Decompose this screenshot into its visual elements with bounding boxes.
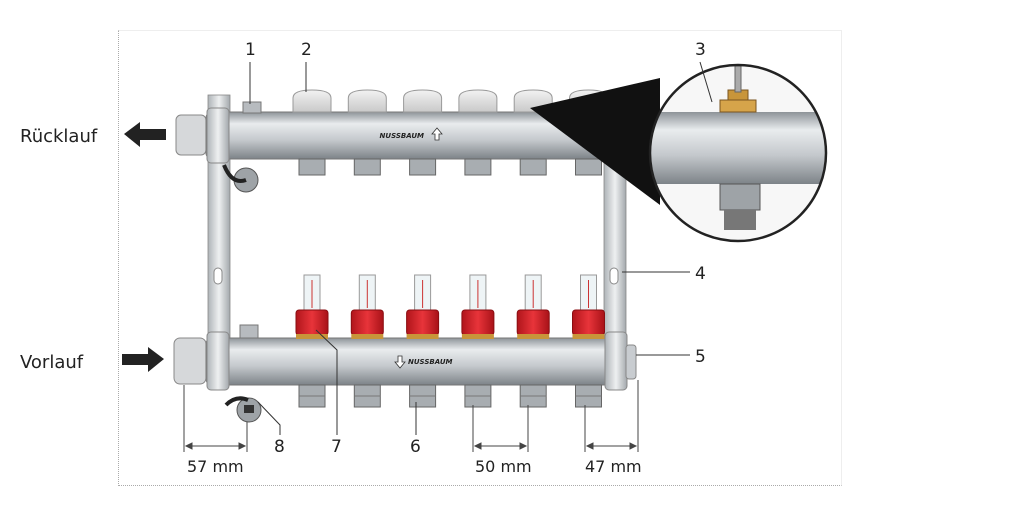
dimension-lines — [183, 380, 639, 452]
flow-outlet — [298, 384, 326, 408]
valve-cap — [458, 89, 498, 113]
valve-cap — [347, 89, 387, 113]
callout-6: 6 — [410, 437, 421, 457]
flow-manifold: NUSSBAUM — [173, 324, 637, 423]
flow-outlet — [353, 384, 381, 408]
dimension-right: 47 mm — [585, 457, 642, 476]
callout-7: 7 — [331, 437, 342, 457]
valve-cap — [403, 89, 443, 113]
magnifier-detail — [648, 63, 828, 243]
flow-outlet — [464, 384, 492, 408]
return-arrow-icon — [124, 122, 166, 147]
return-outlet — [409, 158, 437, 176]
valve-cap — [292, 89, 332, 113]
callout-8: 8 — [274, 437, 285, 457]
return-outlet — [519, 158, 547, 176]
callout-5: 5 — [695, 347, 706, 367]
dimension-left: 57 mm — [187, 457, 244, 476]
flowmeter — [350, 274, 384, 339]
flowmeter — [406, 274, 440, 339]
callout-4: 4 — [695, 264, 706, 284]
flow-arrow-icon — [122, 347, 164, 372]
bracket-slot — [213, 267, 223, 285]
callout-lines — [249, 61, 713, 435]
flow-label: Vorlauf — [20, 352, 84, 373]
flowmeter — [295, 274, 329, 339]
callout-1: 1 — [245, 40, 256, 60]
callout-2: 2 — [301, 40, 312, 60]
return-outlet — [575, 158, 602, 176]
flow-direction-down-icon — [394, 355, 406, 369]
callout-3: 3 — [695, 40, 706, 60]
dimension-spacing: 50 mm — [475, 457, 532, 476]
flow-direction-up-icon — [431, 127, 443, 141]
return-label: Rücklauf — [20, 126, 98, 147]
flowmeter — [516, 274, 550, 339]
flow-outlet — [409, 384, 437, 408]
return-outlet — [464, 158, 492, 176]
flow-outlet — [519, 384, 547, 408]
return-outlet — [353, 158, 381, 176]
diagram-frame — [118, 30, 842, 486]
flow-outlet — [575, 384, 602, 408]
bracket-slot — [609, 267, 619, 285]
magnifier-pointer — [530, 78, 660, 205]
flowmeter — [572, 274, 605, 339]
brand-logo-top: NUSSBAUM — [380, 132, 424, 140]
flowmeter — [461, 274, 495, 339]
return-outlet — [298, 158, 326, 176]
brand-logo-bottom: NUSSBAUM — [408, 358, 452, 366]
